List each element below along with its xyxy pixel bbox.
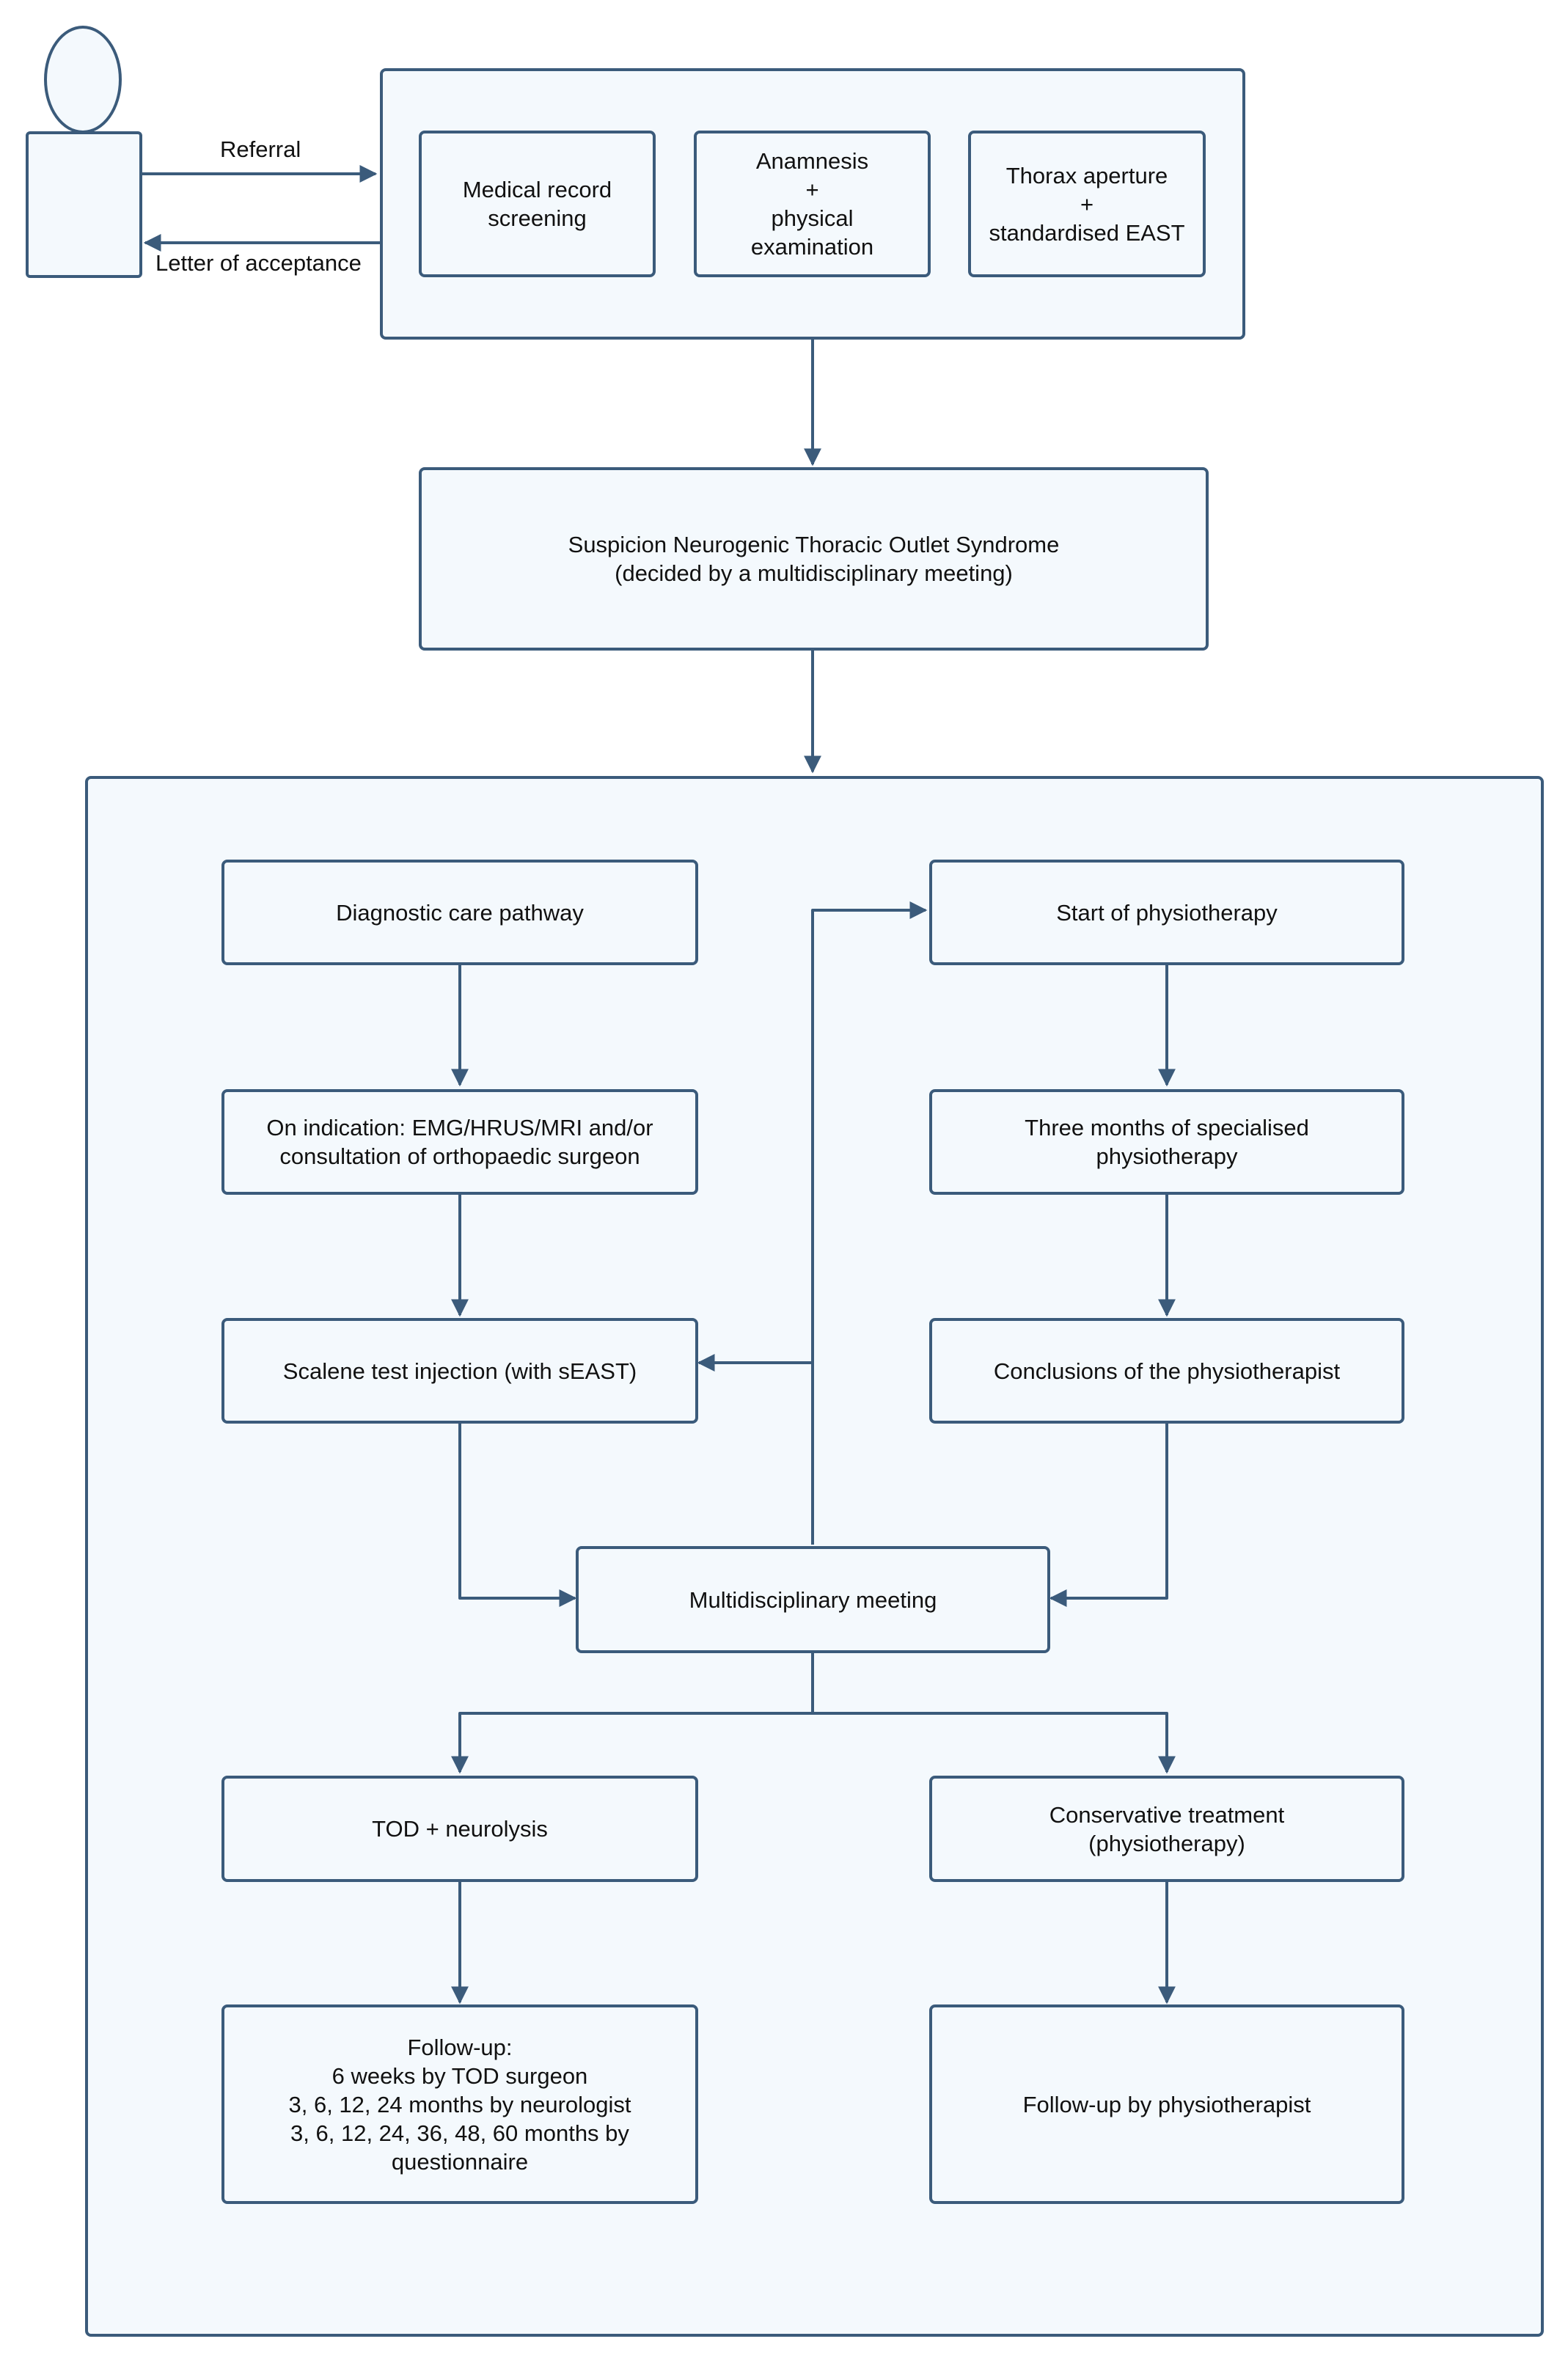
on-indication-node: On indication: EMG/HRUS/MRI and/or consu… — [221, 1089, 698, 1195]
person-icon-body — [26, 131, 142, 278]
follow-up-tod-node: Follow-up: 6 weeks by TOD surgeon 3, 6, … — [221, 2004, 698, 2204]
follow-up-physiotherapist-node: Follow-up by physiotherapist — [929, 2004, 1404, 2204]
referral-label: Referral — [220, 136, 301, 162]
letter-of-acceptance-label: Letter of acceptance — [155, 250, 362, 276]
multidisciplinary-meeting-node: Multidisciplinary meeting — [576, 1546, 1050, 1653]
scalene-test-injection-node: Scalene test injection (with sEAST) — [221, 1318, 698, 1424]
medical-record-screening-node: Medical record screening — [419, 131, 656, 277]
arrow-mdm-to-start-physio — [811, 901, 928, 1545]
suspicion-ntos-node: Suspicion Neurogenic Thoracic Outlet Syn… — [419, 467, 1209, 651]
arrow-mdm-to-conservative — [813, 1712, 1176, 1774]
anamnesis-examination-node: Anamnesis + physical examination — [694, 131, 931, 277]
three-months-physiotherapy-node: Three months of specialised physiotherap… — [929, 1089, 1404, 1195]
conservative-treatment-node: Conservative treatment (physiotherapy) — [929, 1776, 1404, 1882]
start-of-physiotherapy-node: Start of physiotherapy — [929, 860, 1404, 965]
tod-neurolysis-node: TOD + neurolysis — [221, 1776, 698, 1882]
arrow-mdm-to-tod — [451, 1652, 814, 1774]
arrow-conclusions-to-mdm — [1049, 1423, 1168, 1607]
conclusions-physiotherapist-node: Conclusions of the physiotherapist — [929, 1318, 1404, 1424]
diagnostic-care-pathway-node: Diagnostic care pathway — [221, 860, 698, 965]
arrow-scalene-to-mdm — [458, 1423, 577, 1607]
thorax-aperture-east-node: Thorax aperture + standardised EAST — [968, 131, 1206, 277]
